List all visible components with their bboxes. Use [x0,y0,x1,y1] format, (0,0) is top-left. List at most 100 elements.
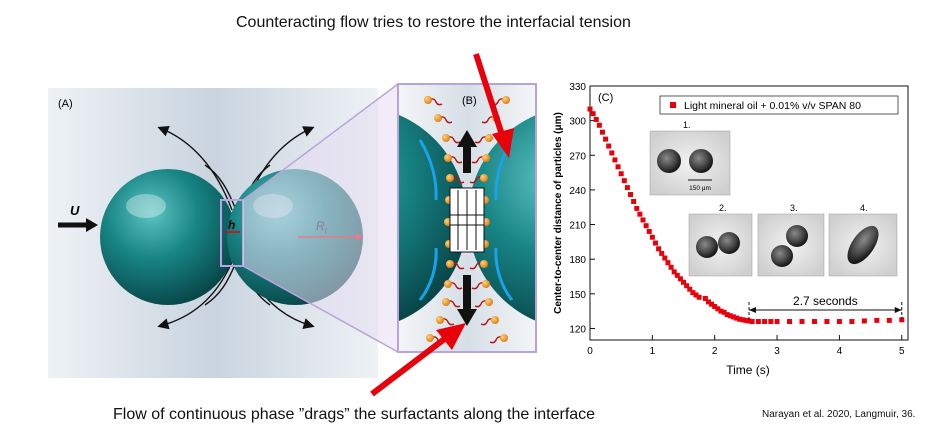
data-point [599,129,605,135]
data-point [618,171,624,177]
data-point [740,317,746,323]
particle [657,149,681,173]
x-axis-label: Time (s) [726,363,770,377]
data-point [709,301,715,307]
surfactant-head [444,154,452,162]
surfactant-head [485,134,493,142]
y-tick-label: 330 [569,82,586,93]
data-point [596,122,602,128]
surfactant-head [434,114,442,122]
data-point [609,150,615,156]
data-point [684,283,690,289]
data-series [587,106,905,325]
zoom-projection [243,84,398,352]
inset-label: 2. [719,203,727,213]
data-point [674,272,680,278]
particle [718,232,740,254]
data-point [649,234,655,240]
data-point [734,315,740,321]
inset-label: 4. [860,203,868,213]
duration-arrowhead [894,306,902,313]
inset-2: 2. [688,203,753,277]
data-point [687,286,693,292]
data-point [606,143,612,149]
duration-annotation: 2.7 seconds [748,294,903,322]
data-point [737,316,743,322]
legend-marker [670,102,676,108]
velocity-arrowhead [86,218,98,232]
data-point [643,223,649,229]
x-tick-label: 5 [899,346,905,357]
red-pointer-bottom [370,323,466,397]
data-point [693,292,699,298]
surfactant-head [444,280,452,288]
data-point [646,228,652,234]
inset-3: 3. [757,203,825,277]
data-point [637,211,643,217]
duration-arrowhead [749,306,756,313]
panel-c-label: (C) [598,92,613,104]
data-point [652,240,658,246]
data-point [621,178,627,184]
surfactant-head [485,298,493,306]
down-arrowhead [457,309,477,326]
data-point [861,318,867,324]
x-tick-label: 0 [587,346,593,357]
velocity-label: U [70,203,80,218]
surfactant-head [502,96,510,104]
data-point [587,106,593,112]
surfactant-head [500,334,508,342]
citation: Narayan et al. 2020, Langmuir, 36. [762,409,916,420]
y-tick-label: 180 [569,255,586,266]
data-point [624,185,630,191]
data-point [612,157,618,163]
surfactant-head [424,96,432,104]
scalebar-label: 150 μm [689,185,711,192]
data-point [593,116,599,122]
surfactant-head [446,260,454,268]
data-point [718,308,724,314]
data-point [787,319,793,325]
particle [696,236,718,258]
y-tick-label: 210 [569,221,586,232]
data-point [603,136,609,142]
data-point [631,198,637,204]
data-point [677,276,683,282]
data-point [712,304,718,310]
data-point [824,319,830,325]
streamline [157,261,233,330]
droplet-highlight [126,194,166,218]
data-point [730,314,736,320]
up-arrowhead [457,130,477,147]
zoom-line [242,83,399,201]
data-point [705,299,711,305]
legend-label: Light mineral oil + 0.01% v/v SPAN 80 [684,100,861,112]
data-point [774,319,780,325]
y-tick-label: 270 [569,151,586,162]
droplet-left [100,169,236,305]
film-lines [450,190,484,250]
particle [771,245,793,267]
particle [786,225,808,247]
inset-1: 1. 150 μm [649,120,731,196]
data-point [659,250,665,256]
x-tick-label: 4 [837,346,843,357]
data-point [743,317,749,323]
legend-box [659,95,899,115]
down-arrow [463,275,471,311]
top-caption: Counteracting flow tries to restore the … [236,14,631,31]
y-tick-label: 120 [569,324,586,335]
x-tick-label: 2 [712,346,718,357]
zoom-line [242,265,399,353]
blue-arrow [418,247,438,301]
data-point [849,319,855,325]
panel-a-label: (A) [58,98,73,110]
streamline [204,164,237,211]
bottom-caption: Flow of continuous phase ”drags” the sur… [113,406,596,423]
data-point [668,264,674,270]
plot-frame [589,85,909,341]
gap-label: h [228,218,235,232]
duration-label: 2.7 seconds [793,294,858,308]
